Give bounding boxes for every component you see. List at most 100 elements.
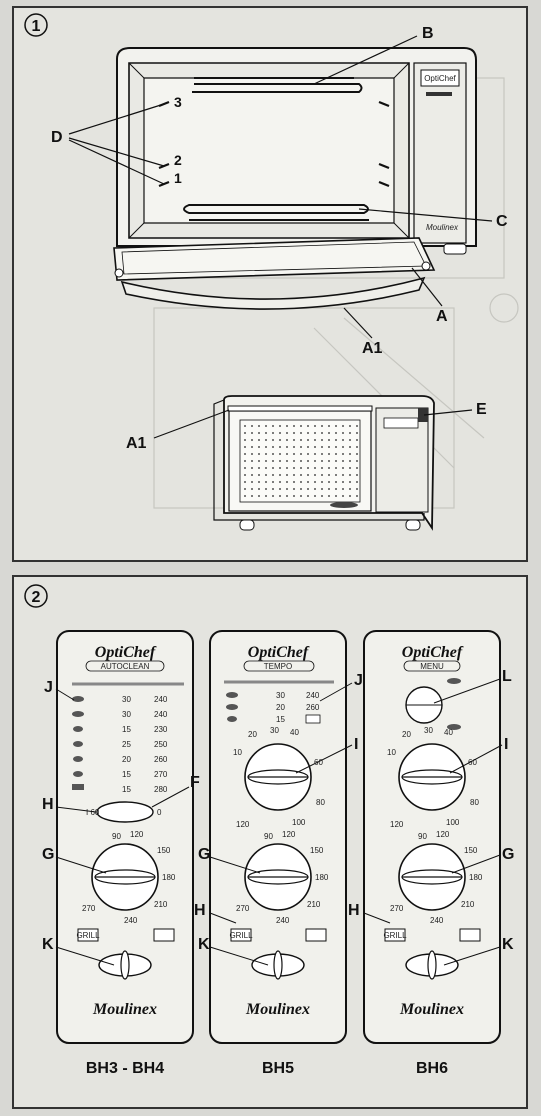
dial-label: 120	[390, 820, 404, 829]
table-cell: 260	[154, 755, 168, 764]
dial-label: 60	[314, 758, 323, 767]
callout-d: D	[51, 129, 63, 146]
callout-e: E	[476, 401, 487, 418]
model-label: BH3 - BH4	[86, 1060, 164, 1077]
dial-label: 80	[316, 798, 325, 807]
dial-label: 120	[436, 830, 450, 839]
table-cell: 30	[122, 710, 131, 719]
table-cell: 30	[276, 691, 285, 700]
dial-label: 210	[154, 900, 168, 909]
callout-j: J	[44, 679, 53, 696]
section-number: 2	[32, 589, 41, 606]
timer-dial[interactable]: 10 20 30 40 60 80 100 120	[233, 726, 325, 829]
dial-label: 90	[112, 832, 121, 841]
timer-dial[interactable]: 10 20 30 40 60 80 100 120	[387, 726, 479, 829]
callout-l: L	[502, 668, 512, 685]
table-cell: 25	[122, 740, 131, 749]
control-panel-bh5: OptiChef TEMPO 30 240 20 260 15 10 20 30…	[194, 630, 363, 1077]
temperature-dial[interactable]: 90 120 150 180 210 240 270	[82, 830, 176, 925]
callout-h: H	[348, 902, 360, 919]
table-cell: 240	[306, 691, 320, 700]
callout-a1-top: A1	[362, 340, 383, 357]
on-off-switch[interactable]: I 60 0	[86, 801, 162, 823]
model-label: BH5	[262, 1060, 294, 1077]
panel-brand: OptiChef	[248, 644, 310, 661]
table-cell: 270	[154, 770, 168, 779]
callout-a1-bottom: A1	[126, 435, 147, 452]
model-label: BH6	[416, 1060, 448, 1077]
oven-maker-small: Moulinex	[426, 223, 459, 232]
table-cell: 15	[122, 770, 131, 779]
callout-g: G	[42, 846, 54, 863]
dial-label: 210	[461, 900, 475, 909]
temperature-dial[interactable]: 90 120 150 180 210 240 270	[390, 830, 483, 925]
section-number: 1	[32, 18, 41, 35]
section-number-circle	[24, 584, 48, 608]
oven-closed-illustration	[213, 395, 435, 531]
dial-label: 180	[162, 873, 176, 882]
dial-label: 150	[464, 846, 478, 855]
grill-label: GRILL	[229, 931, 253, 940]
oven-open-illustration: OptiChef Moulinex	[113, 47, 477, 310]
callout-c: C	[496, 213, 508, 230]
dial-label: 270	[82, 904, 96, 913]
dial-label: 150	[310, 846, 324, 855]
dial-label: 240	[430, 916, 444, 925]
callout-k: K	[42, 936, 54, 953]
shelf-level-3: 3	[174, 94, 182, 110]
control-panel-bh6: OptiChef MENU 10 20 30 40 60 80 100 120	[348, 630, 514, 1077]
mode-knob[interactable]	[251, 950, 305, 980]
menu-selector-knob[interactable]	[405, 678, 461, 730]
table-cell: 15	[276, 715, 285, 724]
dial-label: 180	[315, 873, 329, 882]
panel-brand: OptiChef	[402, 644, 464, 661]
grill-label: GRILL	[383, 931, 407, 940]
table-cell: 20	[276, 703, 285, 712]
table-cell: 30	[122, 695, 131, 704]
switch-label-off: 0	[157, 808, 162, 817]
table-cell: 280	[154, 785, 168, 794]
dial-label: 270	[236, 904, 250, 913]
callout-f: F	[190, 774, 200, 791]
dial-label: 60	[468, 758, 477, 767]
callout-g: G	[198, 846, 210, 863]
dial-label: 120	[236, 820, 250, 829]
dial-label: 100	[446, 818, 460, 827]
callout-b: B	[422, 25, 434, 42]
dial-label: 150	[157, 846, 171, 855]
callout-h: H	[194, 902, 206, 919]
table-cell: 230	[154, 725, 168, 734]
shelf-level-2: 2	[174, 152, 182, 168]
shelf-level-1: 1	[174, 170, 182, 186]
callout-i: I	[354, 736, 358, 753]
panel-maker: Moulinex	[399, 1001, 464, 1018]
panel-maker: Moulinex	[245, 1001, 310, 1018]
panel-maker: Moulinex	[92, 1001, 157, 1018]
dial-label: 240	[124, 916, 138, 925]
dial-label: 270	[390, 904, 404, 913]
dial-label: 30	[270, 726, 279, 735]
mode-knob[interactable]	[405, 950, 459, 980]
callout-j: J	[354, 672, 363, 689]
table-cell: 240	[154, 695, 168, 704]
dial-label: 80	[470, 798, 479, 807]
grill-label: GRILL	[76, 931, 100, 940]
table-cell: 15	[122, 725, 131, 734]
dial-label: 40	[290, 728, 299, 737]
callout-g: G	[502, 846, 514, 863]
dial-label: 90	[418, 832, 427, 841]
oven-overview-diagram: 1 OptiChef Moulinex	[24, 13, 519, 531]
table-cell: 260	[306, 703, 320, 712]
mode-knob[interactable]	[98, 950, 152, 980]
cooking-table: 30 240 30 240 15 230 25 250 20 260 15 27…	[72, 695, 168, 794]
callout-k: K	[502, 936, 514, 953]
dial-label: 120	[130, 830, 144, 839]
control-panel-bh3-bh4: OptiChef AUTOCLEAN 30 240 30 240 15 230 …	[42, 630, 200, 1077]
temperature-dial[interactable]: 90 120 150 180 210 240 270	[236, 830, 329, 925]
callout-k: K	[198, 936, 210, 953]
dial-label: 20	[248, 730, 257, 739]
panel-subtitle: AUTOCLEAN	[101, 662, 150, 671]
dial-label: 10	[387, 748, 396, 757]
oven-overview-panel: 1 OptiChef Moulinex	[12, 6, 528, 562]
dial-label: 90	[264, 832, 273, 841]
